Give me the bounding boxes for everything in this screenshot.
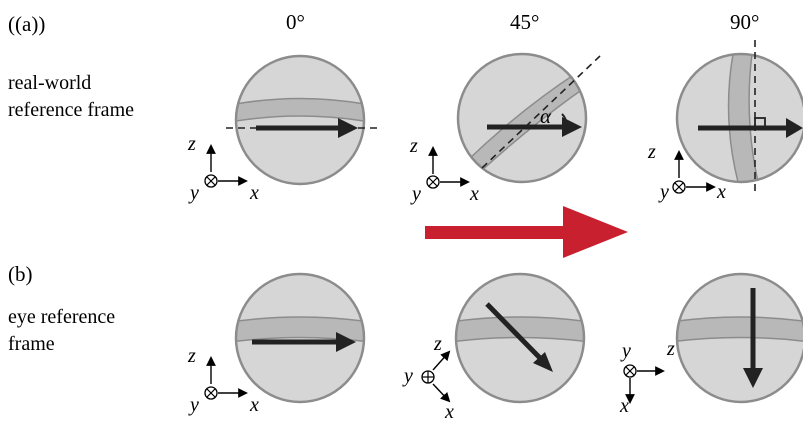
axes-b-90deg: y z x [619,338,675,417]
panel-b-label: (b) [8,262,33,286]
sphere-b-45deg [454,272,586,404]
axis-y-label: y [658,181,669,203]
axis-x-label: x [444,401,454,423]
panel-b-frame-label: eye reference frame [8,306,116,355]
axes-a-0deg: z y x [187,133,259,204]
axis-y-label: y [188,394,199,416]
axis-y-label: y [410,183,421,205]
axes-a-45deg: z y x [409,135,479,205]
sphere-b-0deg [234,272,366,404]
sphere-b-90deg [675,272,803,404]
panel-a-label: ((a)) [8,12,46,36]
sphere-a-0deg [226,54,380,186]
axis-z-label: z [647,141,656,163]
angle-label-90: 90° [730,10,760,34]
axes-b-45deg: z y x [402,333,454,423]
alpha-label: α [540,104,552,128]
axes-b-0deg: z y x [187,345,259,416]
panel-b-label-text: (b) [8,262,33,286]
axis-x-label: x [619,395,629,417]
axis-x-label: x [249,394,259,416]
angle-label-0: 0° [286,10,305,34]
axis-x-label: x [716,181,726,203]
axis-x-label: x [249,182,259,204]
axis-z-label: z [666,338,675,360]
axis-z-label: z [409,135,418,157]
axis-y-label: y [188,182,199,204]
axis-x-label: x [469,183,479,205]
axis-y-label: y [402,365,413,387]
axis-z-label: z [187,133,196,155]
axes-a-90deg: z y x [647,141,726,203]
sphere-a-90deg [675,40,803,196]
axis-z-label: z [433,333,442,355]
angle-label-45: 45° [510,10,540,34]
sphere-a-45deg: α [456,52,601,184]
rotation-arrow [425,206,628,258]
panel-a-label-text: (a) [15,12,39,36]
panel-a-frame-label: real-world reference frame [8,72,134,121]
axis-y-label: y [620,340,631,362]
axis-z-label: z [187,345,196,367]
